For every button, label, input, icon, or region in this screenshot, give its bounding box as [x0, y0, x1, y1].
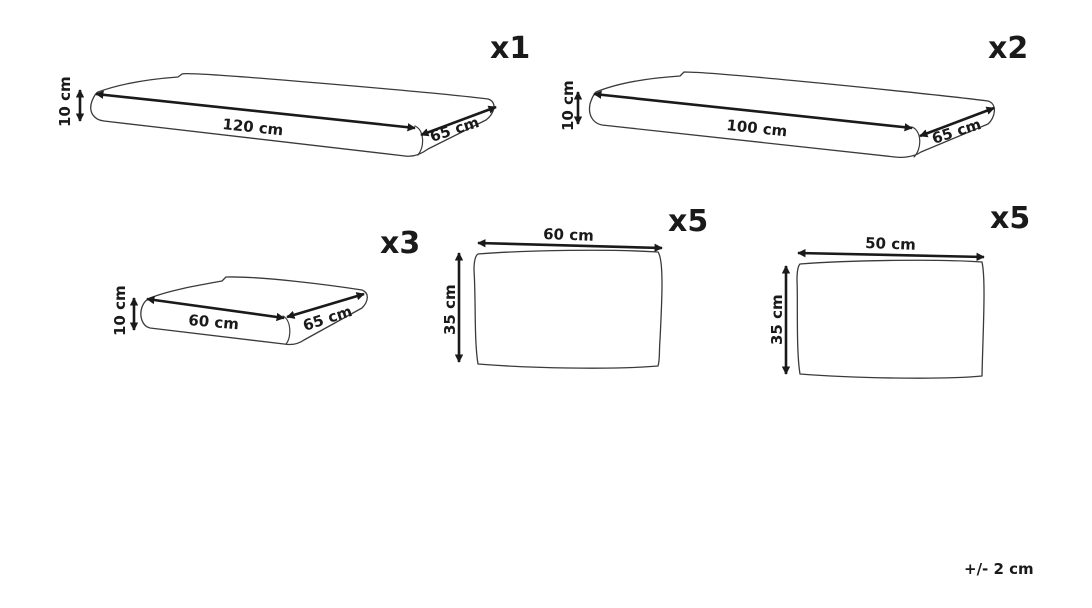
length-dimension-arrow [146, 295, 285, 322]
seat-cushion-60: 60 cm 65 cm 10 cm x3 [111, 226, 420, 346]
height-dimension-label: 35 cm [768, 294, 786, 345]
seat-cushion-120-side-edge [414, 125, 424, 156]
length-dimension-label: 60 cm [188, 311, 240, 333]
quantity-label: x5 [990, 201, 1030, 236]
seat-cushion-100-side-edge [911, 126, 921, 158]
quantity-label: x2 [988, 31, 1028, 66]
height-dimension-label: 10 cm [559, 80, 577, 131]
quantity-label: x5 [668, 204, 708, 239]
depth-dimension-arrow [919, 106, 995, 138]
quantity-label: x1 [490, 31, 530, 66]
back-cushion-50: 50 cm 35 cm x5 [768, 201, 1030, 379]
width-dimension-arrow [477, 239, 663, 252]
back-cushion-60-outline [473, 249, 663, 369]
back-cushion-60: 60 cm 35 cm x5 [441, 204, 708, 369]
height-dimension-label: 10 cm [56, 76, 74, 127]
width-dimension-label: 50 cm [865, 234, 916, 254]
length-dimension-arrow [593, 90, 913, 132]
depth-dimension-arrow [286, 292, 365, 319]
height-dimension-label: 35 cm [441, 284, 459, 335]
width-dimension-label: 60 cm [543, 225, 594, 245]
depth-dimension-arrow [420, 105, 497, 137]
height-dimension-label: 10 cm [111, 285, 129, 336]
quantity-label: x3 [380, 226, 420, 261]
tolerance-note: +/- 2 cm [964, 560, 1034, 578]
seat-cushion-100: 100 cm 65 cm 10 cm x2 [559, 31, 1028, 158]
back-cushion-50-outline [796, 259, 985, 379]
width-dimension-arrow [797, 249, 985, 261]
seat-cushion-120: 120 cm 65 cm 10 cm x1 [56, 31, 530, 157]
length-dimension-arrow [95, 90, 416, 132]
